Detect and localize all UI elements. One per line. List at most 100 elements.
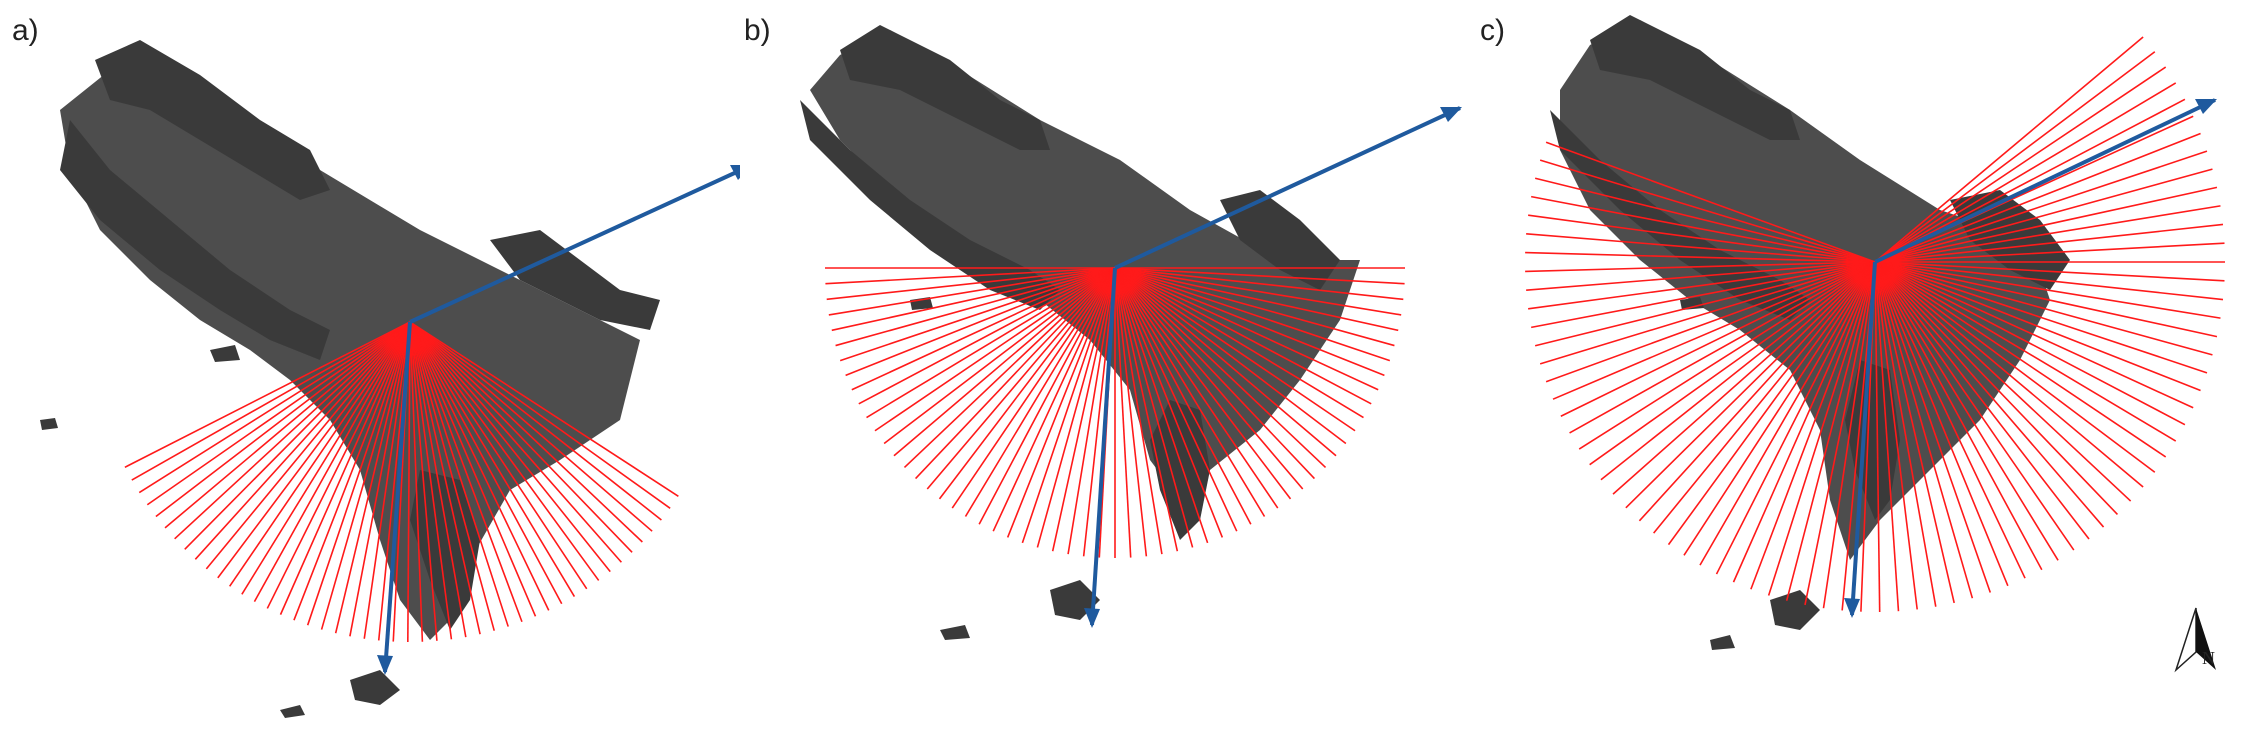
ray-line	[138, 321, 411, 494]
ray-line	[1874, 261, 2043, 571]
ray-line	[266, 321, 411, 609]
ray-line	[1552, 261, 1876, 400]
ray-line	[1114, 267, 1405, 285]
ray-line	[1874, 261, 2186, 426]
ray-line	[1683, 261, 1876, 556]
ray-line	[1569, 261, 1876, 434]
ray-line	[1528, 261, 1876, 310]
ray-line	[409, 321, 550, 611]
ray-line	[363, 321, 411, 639]
ray-line	[938, 267, 1116, 500]
ray-line	[1732, 261, 1876, 583]
ray-line	[1114, 267, 1194, 548]
ray-line	[1653, 261, 1876, 534]
ray-line	[1114, 267, 1347, 445]
ray-line	[1114, 267, 1316, 480]
ray-line	[1667, 261, 1876, 546]
ray-line	[1528, 214, 1876, 263]
ray-line	[1874, 261, 2194, 409]
ray-line	[1874, 261, 2059, 561]
ray-line	[1874, 261, 1900, 612]
ray-line	[1545, 261, 1876, 383]
panel-b-scene	[800, 25, 1462, 640]
ray-line	[409, 321, 671, 509]
ray-line	[184, 321, 411, 550]
ray-line	[409, 321, 424, 642]
ray-line	[293, 321, 411, 621]
ray-line	[825, 267, 1116, 285]
panel-a-scene	[40, 40, 740, 718]
ray-line	[1874, 261, 2105, 528]
ray-line	[1750, 261, 1876, 590]
ray-line	[1874, 261, 2224, 301]
ray-line	[146, 321, 411, 506]
ray-line	[926, 267, 1116, 490]
ray-line	[1525, 251, 1876, 263]
panel-label-b: b)	[744, 14, 771, 47]
ray-line	[831, 267, 1116, 332]
ray-line	[1114, 267, 1399, 332]
ray-line	[409, 321, 509, 627]
ray-line	[1874, 261, 2132, 502]
ray-line	[1526, 233, 1876, 263]
ray-line	[1767, 261, 1876, 596]
ray-line	[409, 321, 643, 543]
ray-line	[1600, 261, 1876, 481]
ray-line	[1874, 261, 2156, 473]
ray-line	[409, 321, 662, 521]
ray-line	[124, 321, 411, 468]
ray-line	[1874, 132, 2201, 263]
panel-label-c: c)	[1480, 14, 1505, 47]
ray-line	[1874, 223, 2224, 263]
axis-arrows	[1844, 98, 2217, 618]
ray-line	[334, 321, 411, 634]
ray-line	[217, 321, 411, 579]
ray-line	[1114, 267, 1148, 557]
ray-line	[893, 267, 1116, 457]
ray-line	[1114, 267, 1337, 457]
ray-line	[1874, 261, 2167, 458]
ray-line	[409, 321, 453, 640]
ray-fan	[1525, 36, 2225, 612]
ray-line	[1874, 36, 2144, 263]
ray-line	[1539, 261, 1876, 365]
ray-line	[1114, 267, 1304, 490]
ray-line	[1874, 261, 2225, 282]
ray-line	[1874, 261, 1918, 610]
ray-line	[851, 267, 1116, 391]
ray-line	[1114, 267, 1163, 555]
ray-line	[883, 267, 1116, 445]
ray-line	[1874, 261, 2213, 356]
terrain-model	[40, 40, 660, 718]
ray-line	[1715, 261, 1876, 575]
ray-line	[951, 267, 1116, 509]
ray-line	[205, 321, 411, 570]
ray-line	[1114, 267, 1238, 532]
panel-a: a)	[0, 0, 740, 749]
ray-line	[1067, 267, 1116, 555]
ray-line	[1625, 261, 1876, 509]
ray-line	[1560, 261, 1876, 417]
ray-line	[1874, 242, 2225, 263]
ray-line	[1114, 267, 1279, 509]
ray-line	[835, 267, 1116, 347]
ray-line	[1638, 261, 1876, 522]
ray-line	[1874, 261, 2144, 488]
ray-line	[1874, 261, 2026, 579]
ray-line	[409, 321, 576, 597]
ray-line	[1874, 261, 1992, 593]
ray-line	[349, 321, 411, 637]
ray-fan	[124, 321, 679, 642]
ray-line	[1051, 267, 1116, 552]
ray-line	[409, 321, 523, 623]
ray-line	[1114, 267, 1179, 552]
ray-line	[1531, 195, 1876, 263]
ray-line	[409, 321, 537, 617]
ray-line	[306, 321, 411, 626]
ray-line	[409, 321, 481, 635]
ray-line	[1874, 205, 2221, 263]
ray-line	[1874, 261, 2221, 319]
ray-line	[253, 321, 411, 603]
ray-line	[1874, 261, 2075, 551]
ray-line	[1874, 261, 1955, 604]
